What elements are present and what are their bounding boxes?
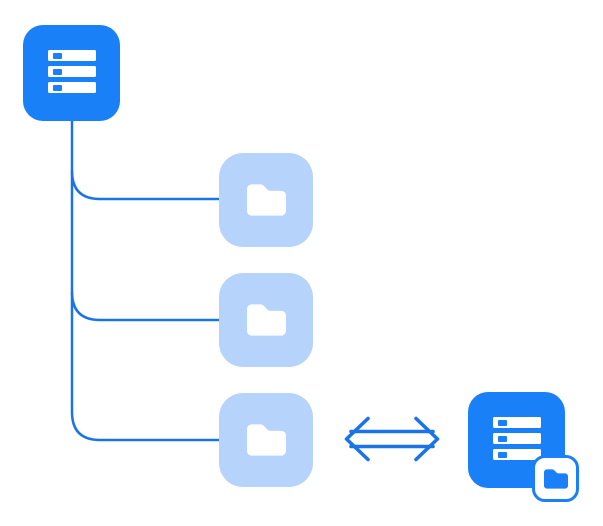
server-icon <box>468 392 565 488</box>
folder-node-3 <box>219 393 313 487</box>
folder-node-2 <box>219 273 313 367</box>
folder-badge <box>532 455 579 502</box>
server-bar <box>48 82 96 93</box>
arrow-head-left <box>344 416 370 462</box>
server-bar-led <box>53 84 62 91</box>
server-bar <box>493 433 541 444</box>
folder-icon <box>246 424 286 456</box>
source-server-node <box>23 25 120 121</box>
folder-icon <box>543 468 568 489</box>
folder-node-1 <box>219 153 313 247</box>
server-bar-led <box>498 419 507 426</box>
folder-icon <box>246 304 286 336</box>
arrow-head-right <box>414 416 440 462</box>
server-bar <box>493 417 541 428</box>
server-bar-led <box>498 435 507 442</box>
edge-server-to-folder-1 <box>70 170 222 201</box>
server-bar-led <box>53 52 62 59</box>
edge-server-to-folder-2 <box>70 291 222 322</box>
server-bar <box>48 50 96 61</box>
server-bar <box>48 66 96 77</box>
server-bar-led <box>53 68 62 75</box>
server-bar <box>493 449 541 460</box>
folder-icon <box>246 184 286 216</box>
sync-arrow-icon <box>344 416 440 462</box>
server-icon <box>23 25 120 121</box>
edge-server-to-folder-3 <box>70 112 222 442</box>
server-bar-led <box>498 451 507 458</box>
